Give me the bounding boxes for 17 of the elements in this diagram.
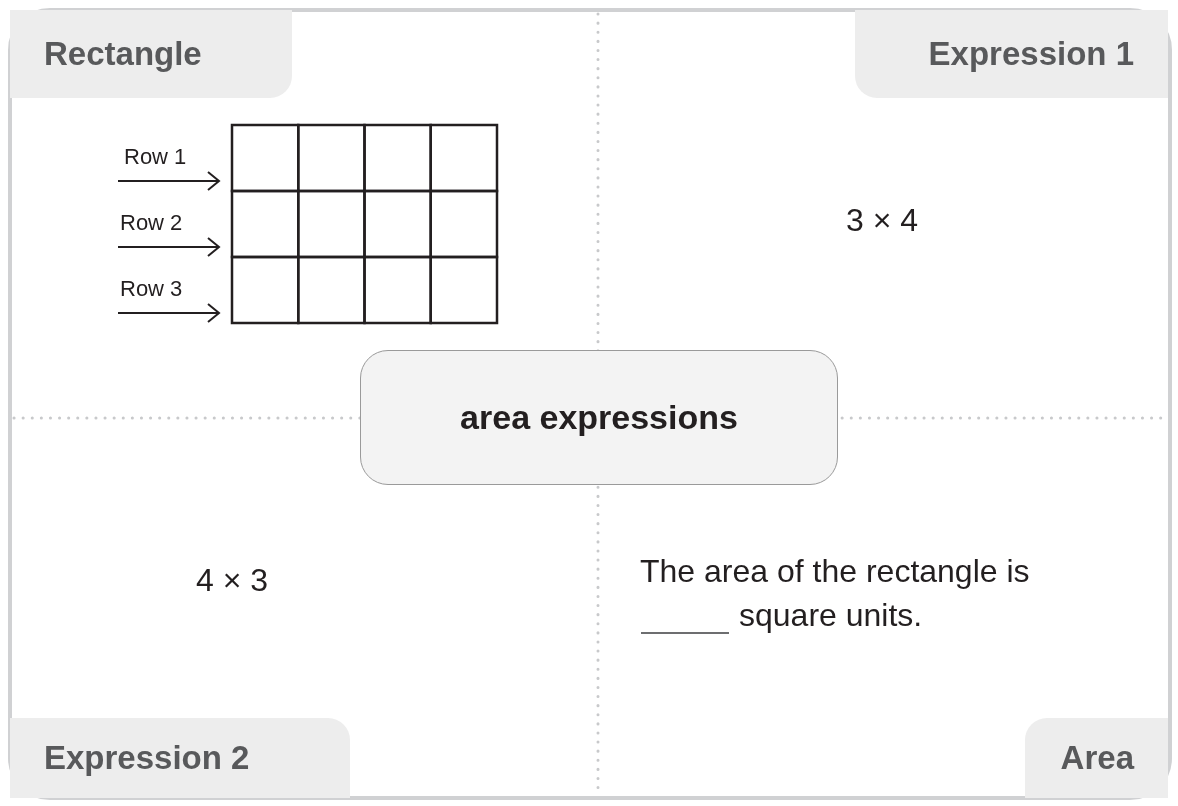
row-label: Row 3 [120,276,183,302]
heading: Expression 1 [928,35,1134,73]
section-tab [10,10,292,98]
expression-text: 3 × 4 [846,202,919,239]
expression-text: 4 × 3 [196,562,269,599]
heading: Expression 2 [44,739,250,777]
section-tab [10,718,350,798]
sentence-text: The area of the rectangle is [640,553,1030,590]
sentence-text: square units. [739,597,923,634]
section-tab [855,10,1168,98]
center-box [360,350,838,485]
heading: Area [1060,739,1134,777]
row-label: Row 1 [124,144,187,170]
row-label: Row 2 [120,210,183,236]
section-tab [1025,718,1168,798]
heading: Rectangle [44,35,202,73]
heading: area expressions [460,398,738,437]
